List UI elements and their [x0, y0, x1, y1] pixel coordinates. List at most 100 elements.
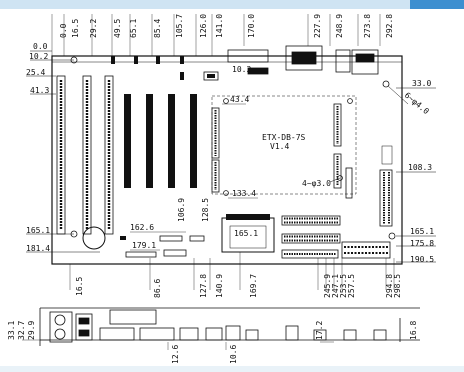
board-title: ETX-DB-7S	[262, 133, 306, 142]
dim-label: 29.2	[89, 19, 98, 38]
dim-label: 298.5	[393, 274, 402, 298]
dim-label: 85.4	[153, 19, 162, 38]
header	[203, 71, 219, 81]
dim-label: 248.9	[335, 14, 344, 38]
port	[343, 329, 357, 341]
hole	[223, 190, 229, 196]
power-header	[341, 241, 391, 259]
dim-label: 294.8	[385, 274, 394, 298]
jumper	[156, 56, 160, 64]
ide-header	[281, 233, 341, 244]
port	[245, 329, 259, 341]
top-dimension-labels: 0.0 16.5 29.2 49.5 65.1 85.4 105.7 126.0…	[59, 14, 394, 38]
top-bar	[0, 0, 464, 9]
etx-connector	[211, 159, 220, 193]
usb-port-block	[75, 313, 93, 341]
bottom-dim-lines	[69, 252, 395, 290]
isa-slots	[56, 75, 114, 235]
header	[125, 251, 157, 258]
hole	[70, 230, 78, 238]
connector-body	[291, 51, 317, 65]
hole	[223, 98, 229, 104]
port	[313, 329, 327, 341]
dim-label: 128.5	[201, 198, 210, 222]
jumper	[134, 56, 138, 64]
dim-label: 10.2	[29, 52, 48, 61]
dim-label: 16.5	[71, 19, 80, 38]
isa-slot	[104, 75, 114, 235]
top-dim-lines	[51, 14, 381, 56]
header	[189, 235, 205, 242]
top-components	[111, 56, 184, 80]
pci-slot	[168, 94, 175, 188]
dim-label: 245.9	[323, 274, 332, 298]
hole	[337, 175, 343, 181]
vga-port	[139, 327, 175, 341]
dim-label: 33.1	[7, 321, 16, 340]
lan-port	[225, 325, 241, 341]
dim-label: 165.1	[26, 226, 50, 235]
dim-label: 108.3	[408, 163, 432, 172]
dim-label: 105.7	[175, 14, 184, 38]
ps2-port-block	[49, 311, 73, 343]
dim-label: 126.0	[199, 14, 208, 38]
connector	[351, 49, 379, 75]
connector	[285, 45, 323, 71]
dim-label: 16.8	[409, 321, 418, 340]
dim-label: 32.7	[17, 321, 26, 340]
dim-label: 25.4	[26, 68, 45, 77]
etx-connectors	[211, 103, 353, 199]
dim-label: 140.9	[215, 274, 224, 298]
ide-header	[281, 249, 339, 259]
dim-label: 170.0	[247, 14, 256, 38]
right-dimension-labels: 33.0 108.3 165.1 175.8 190.5	[408, 79, 434, 264]
dim-label: 33.0	[412, 79, 431, 88]
pci-slots	[124, 94, 197, 188]
dim-label: 133.4	[232, 189, 256, 198]
dim-label: 16.5	[75, 277, 84, 296]
dim-label: 292.8	[385, 14, 394, 38]
dim-label: 165.1	[410, 227, 434, 236]
jumper	[180, 56, 184, 64]
hole	[70, 56, 78, 64]
pci-slot	[190, 94, 197, 188]
dim-label: 106.9	[177, 198, 186, 222]
hole	[388, 232, 396, 240]
hole	[347, 98, 353, 104]
dim-label: 12.6	[171, 345, 180, 364]
dim-label: 65.1	[129, 19, 138, 38]
pci-slot	[124, 94, 131, 188]
dim-label: 169.7	[249, 274, 258, 298]
dim-label: 43.4	[230, 95, 249, 104]
hole-leader	[387, 85, 409, 105]
dim-label: 86.6	[153, 279, 162, 298]
side-dimension-labels: 33.1 32.7 29.9	[7, 321, 36, 340]
connector	[335, 49, 351, 73]
reference-lines	[26, 50, 436, 263]
mounting-holes	[70, 56, 396, 240]
dim-label: 127.8	[199, 274, 208, 298]
header-pins	[207, 74, 215, 78]
top-connectors	[227, 45, 379, 75]
dim-label: 253.5	[339, 274, 348, 298]
dim-label: 49.5	[113, 19, 122, 38]
board-outline	[51, 55, 403, 265]
audio-port	[179, 327, 199, 341]
port	[285, 325, 299, 341]
battery	[82, 226, 106, 250]
dim-label: 257.5	[347, 274, 356, 298]
dim-label: 10.2	[232, 65, 251, 74]
connector	[247, 67, 269, 75]
dim-label: 41.3	[30, 86, 49, 95]
rear-panel	[39, 307, 420, 346]
left-dimension-labels: 0.0 10.2 25.4 41.3 165.1 181.4	[26, 42, 50, 253]
etx-connector	[333, 103, 342, 147]
audio-port	[205, 327, 223, 341]
isa-slot	[82, 75, 92, 235]
cf-socket-connector	[226, 214, 270, 220]
bottom-bar	[0, 366, 464, 372]
dim-label: 175.8	[410, 239, 434, 248]
bottom-dimension-labels: 16.5 86.6 127.8 140.9 169.7 245.9 247.1 …	[75, 274, 402, 298]
hole	[382, 80, 390, 88]
